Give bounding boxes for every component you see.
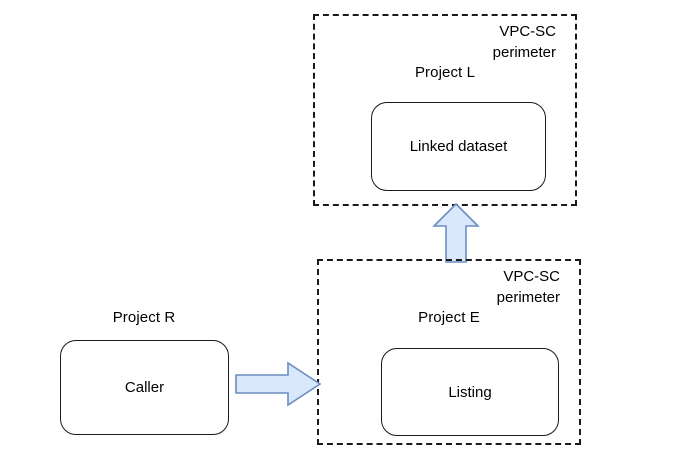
vpcsc-label-line2: perimeter: [496, 289, 560, 306]
project-e-label: Project E: [418, 309, 480, 326]
node-listing[interactable]: Listing: [381, 348, 559, 436]
arrow-right-icon: [235, 361, 322, 407]
project-l-label: Project L: [414, 64, 476, 81]
node-caller[interactable]: Caller: [60, 340, 229, 435]
vpcsc-perimeter-upper-badge: VPC-SC perimeter: [386, 21, 556, 63]
vpcsc-perimeter-lower-badge: VPC-SC perimeter: [390, 266, 560, 308]
vpcsc-perimeter-upper: [313, 14, 577, 206]
arrow-caller-to-listing: [234, 360, 322, 408]
node-listing-label: Listing: [448, 383, 492, 401]
node-linked-dataset[interactable]: Linked dataset: [371, 102, 546, 191]
vpcsc-label-line2: perimeter: [492, 44, 556, 61]
vpcsc-label-line1: VPC-SC: [499, 23, 556, 40]
node-caller-label: Caller: [124, 379, 165, 396]
node-linked-dataset-label: Linked dataset: [409, 138, 508, 155]
vpcsc-label-line1: VPC-SC: [503, 268, 560, 285]
arrow-listing-to-linked-dataset: [430, 200, 482, 264]
vpcsc-perimeter-lower: [317, 259, 581, 445]
project-r-label: Project R: [112, 309, 176, 326]
arrow-up-icon: [432, 202, 480, 263]
